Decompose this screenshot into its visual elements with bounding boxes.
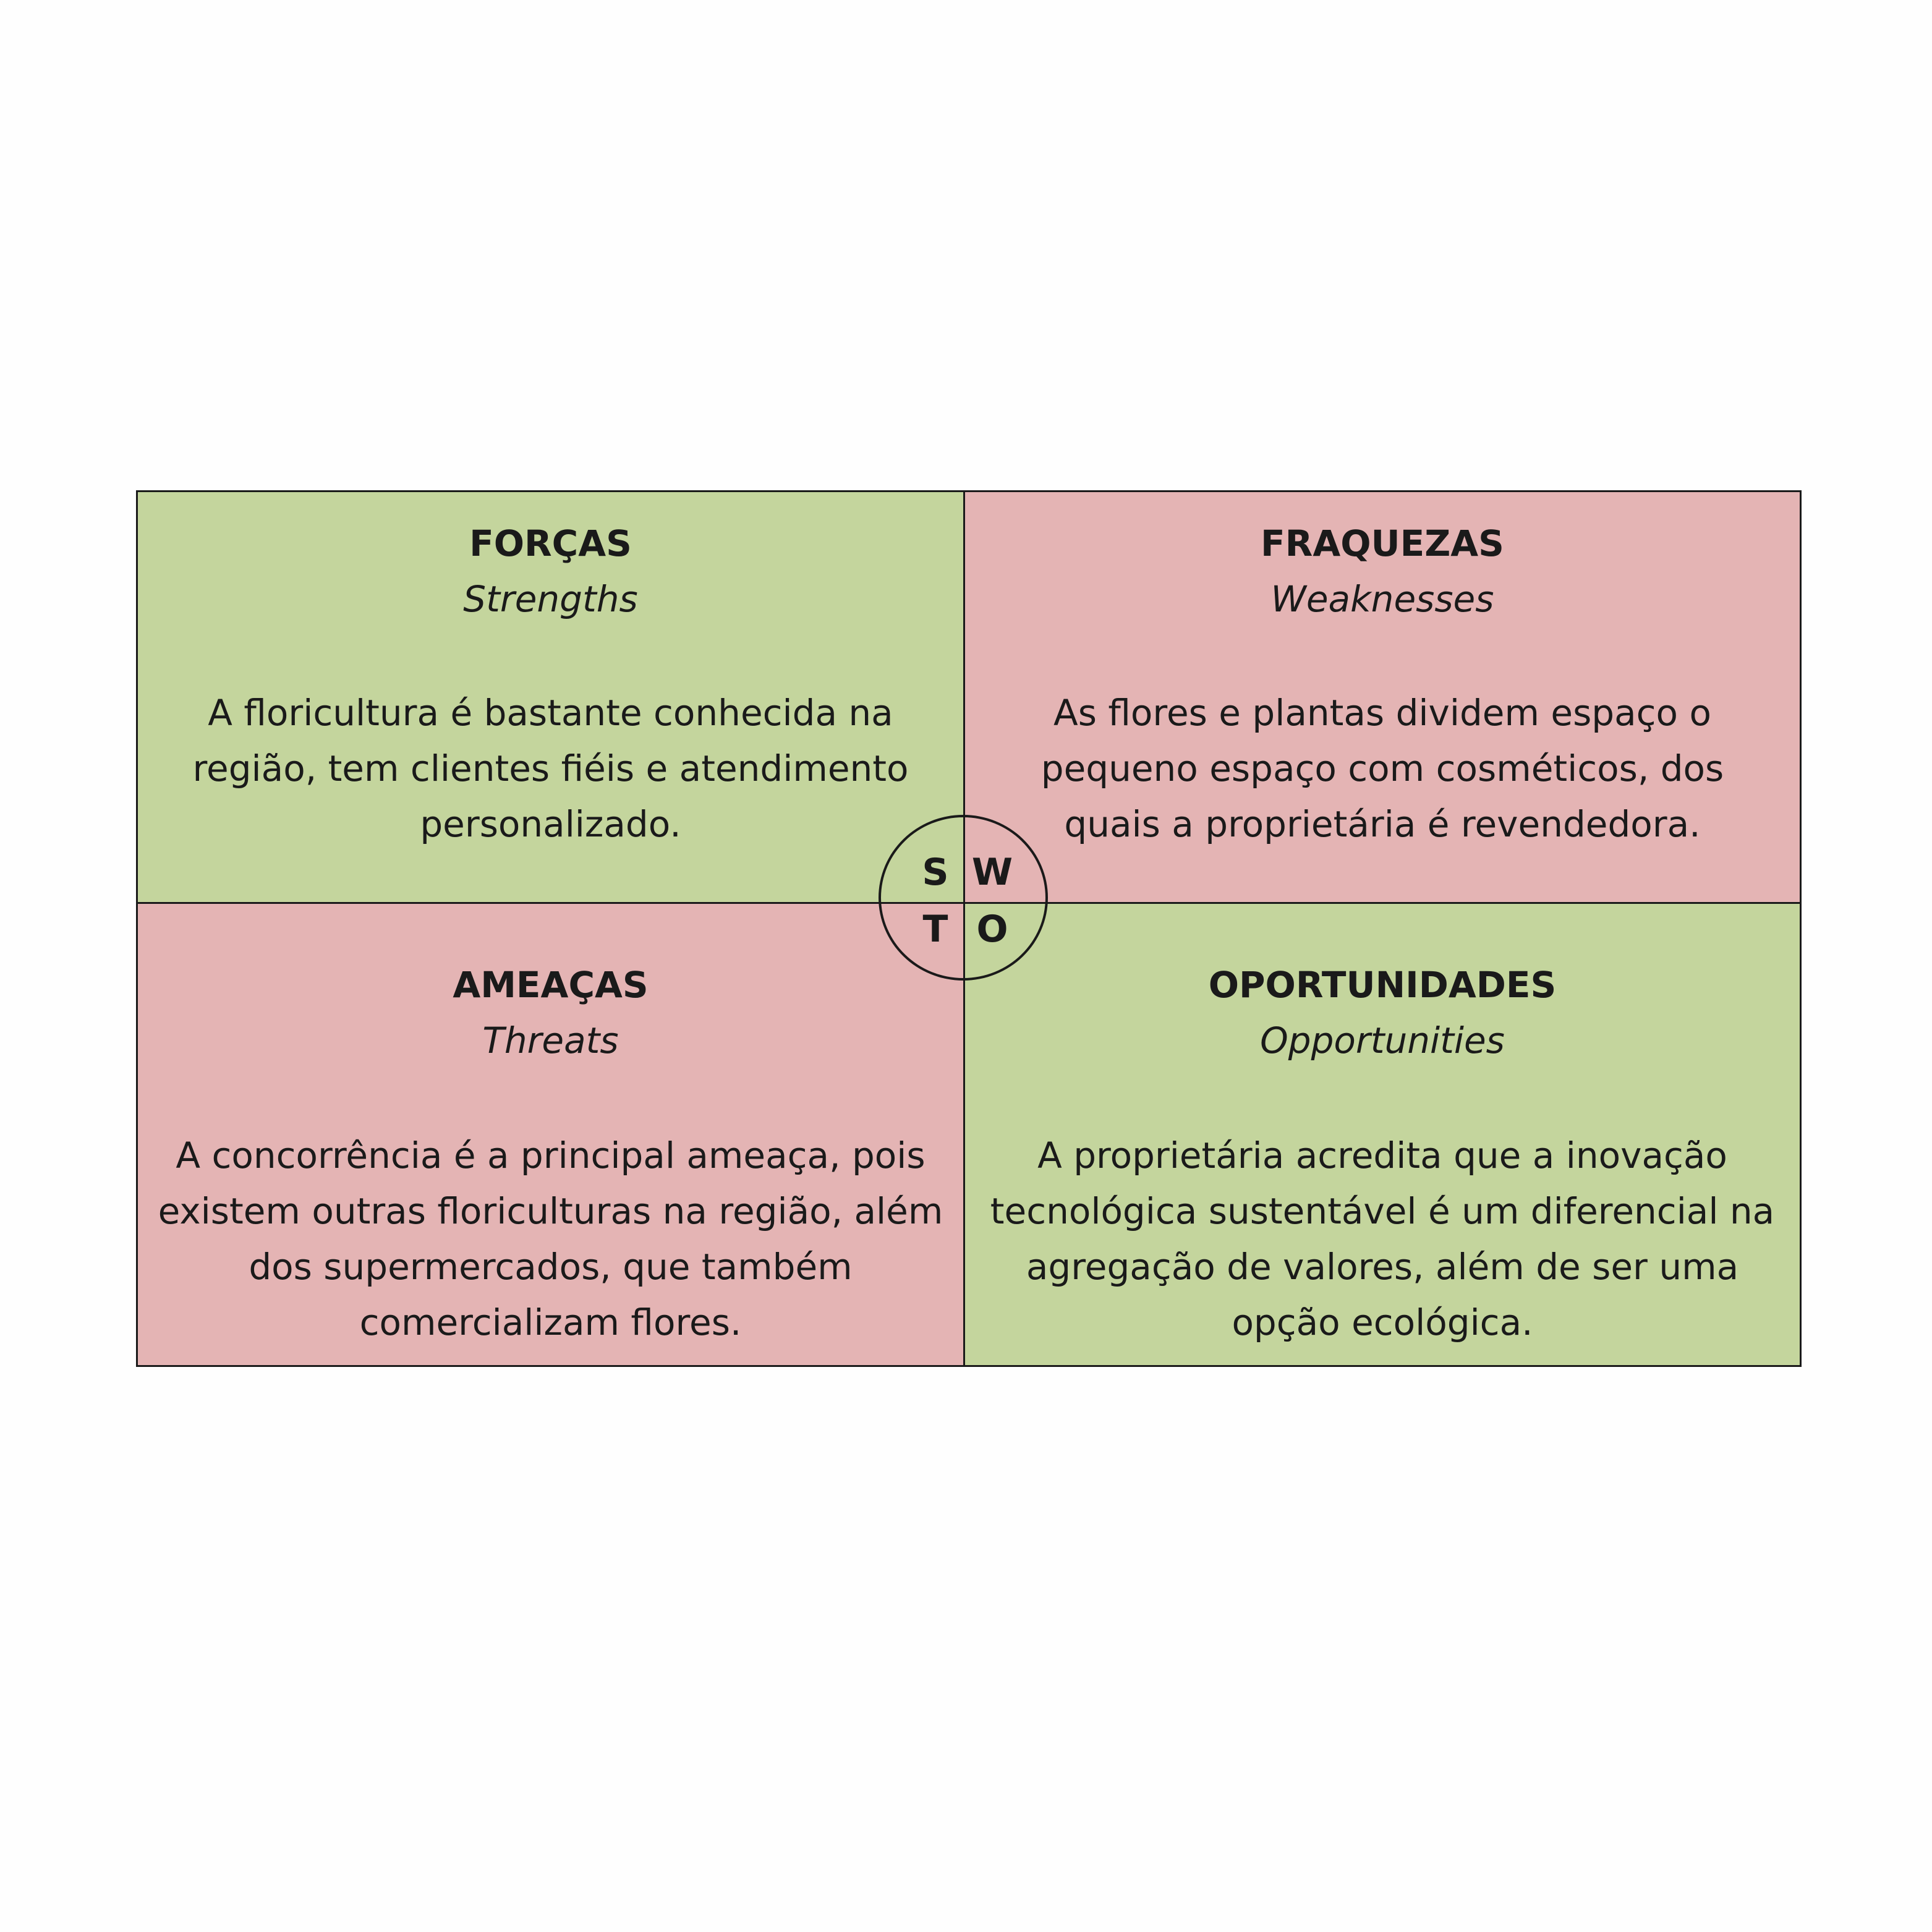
weaknesses-quadrant: FRAQUEZAS Weaknesses As flores e plantas…	[965, 492, 1800, 904]
opportunities-text: A proprietária acredita que a inovação t…	[990, 1134, 1775, 1343]
badge-letter-s: S	[922, 851, 949, 894]
badge-letter-w: W	[971, 851, 1013, 894]
strengths-quadrant: FORÇAS Strengths A floricultura é bastan…	[138, 492, 965, 904]
weaknesses-title: FRAQUEZAS	[1261, 522, 1504, 564]
threats-text: A concorrência é a principal ameaça, poi…	[158, 1134, 943, 1343]
badge-letter-t: T	[922, 908, 948, 951]
swot-matrix: FORÇAS Strengths A floricultura é bastan…	[136, 490, 1802, 1367]
opportunities-quadrant: OPORTUNIDADES Opportunities A proprietár…	[965, 904, 1800, 1365]
weaknesses-subtitle: Weaknesses	[1270, 578, 1494, 620]
badge-letter-o: O	[976, 908, 1008, 951]
opportunities-subtitle: Opportunities	[1260, 1019, 1505, 1062]
weaknesses-text: As flores e plantas dividem espaço o peq…	[1040, 692, 1724, 845]
strengths-title: FORÇAS	[469, 522, 632, 564]
strengths-subtitle: Strengths	[463, 578, 638, 620]
threats-quadrant: AMEAÇAS Threats A concorrência é a princ…	[138, 904, 965, 1365]
strengths-text: A floricultura é bastante conhecida na r…	[192, 692, 909, 845]
threats-title: AMEAÇAS	[453, 964, 649, 1006]
opportunities-title: OPORTUNIDADES	[1208, 964, 1557, 1006]
swot-center-badge: S W T O	[879, 815, 1048, 981]
threats-subtitle: Threats	[482, 1019, 619, 1062]
